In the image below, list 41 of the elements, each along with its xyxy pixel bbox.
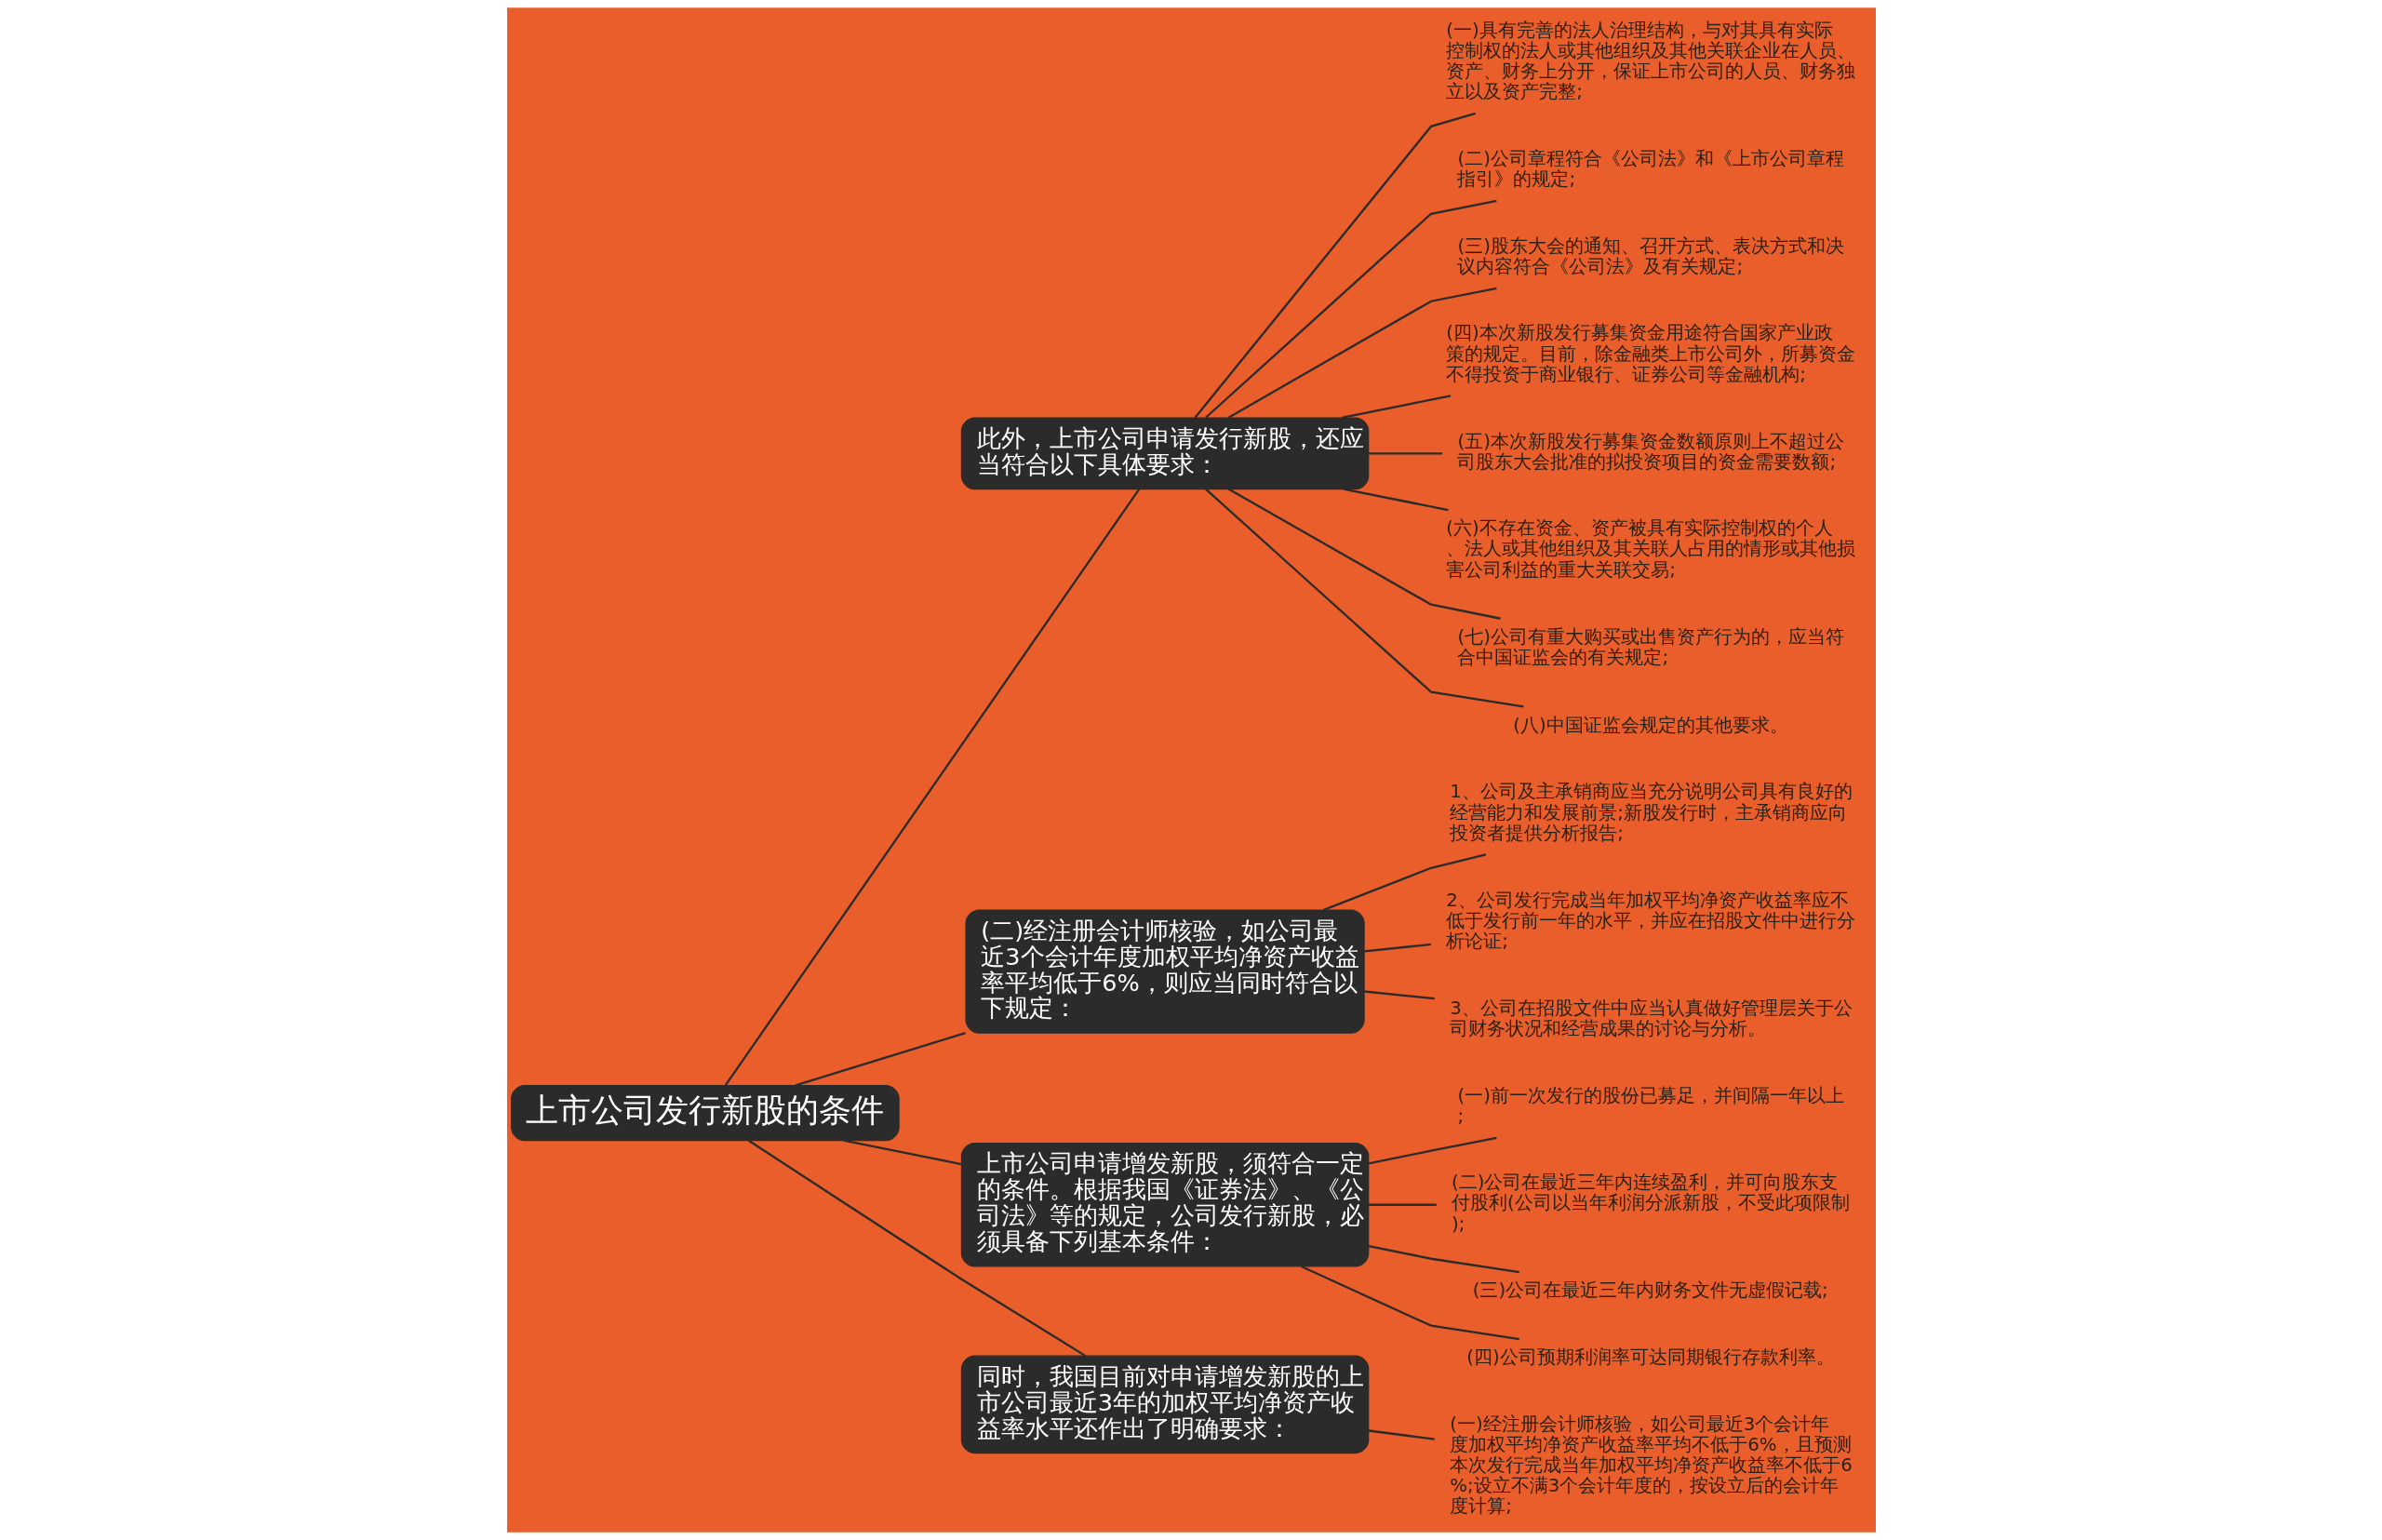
node-text: (四)公司预期利润率可达同期银行存款利率。 bbox=[1465, 1346, 1835, 1369]
node-text: (三)股东大会的通知、召开方式、表决方式和决议内容符合《公司法》及有关规定; bbox=[1456, 235, 1844, 278]
connector bbox=[842, 1139, 961, 1166]
node-text: 1、公司及主承销商应当充分说明公司具有良好的经营能力和发展前景;新股发行时，主承销商应向投资者提供分析报告; bbox=[1449, 781, 1853, 844]
node-box: 上市公司发行新股的条件 bbox=[510, 1084, 900, 1142]
node-text: (二)公司章程符合《公司法》和《上市公司章程指引》的规定; bbox=[1456, 148, 1844, 191]
node-text: (七)公司有重大购买或出售资产行为的，应当符合中国证监会的有关规定; bbox=[1456, 626, 1844, 669]
node-text: (一)经注册会计师核验，如公司最近3个会计年度加权平均净资产收益率平均不低于6%，且预测本次发行完成当年加权平均净资产收益率不低于6%;设立不满3个会计年度的，按设立后的会计年度计算; bbox=[1449, 1413, 1853, 1518]
node-text: (二)公司在最近三年内连续盈利，并可向股东支付股利(公司以当年利润分派新股，不受此项限制); bbox=[1451, 1172, 1850, 1235]
node-text: (一)具有完善的法人治理结构，与对其具有实际控制权的法人或其他组织及其他关联企业在人员、资产、财务上分开，保证上市公司的人员、财务独立以及资产完整; bbox=[1445, 20, 1855, 103]
node-box: (二)经注册会计师核验，如公司最近3个会计年度加权平均净资产收益率平均低于6%，则应当同时符合以下规定： bbox=[964, 909, 1365, 1034]
node-text: 3、公司在招股文件中应当认真做好管理层关于公司财务状况和经营成果的讨论与分析。 bbox=[1449, 998, 1853, 1040]
connector bbox=[747, 1139, 1086, 1358]
connector bbox=[1300, 1265, 1519, 1341]
node-text: 2、公司发行完成当年加权平均净资产收益率应不低于发行前一年的水平，并应在招股文件中进行分析论证; bbox=[1445, 889, 1855, 952]
connector bbox=[1204, 488, 1523, 708]
node-text: (五)本次新股发行募集资金数额原则上不超过公司股东大会批准的拟投资项目的资金需要数额; bbox=[1456, 431, 1844, 474]
connector bbox=[724, 489, 1140, 1086]
connector bbox=[1204, 199, 1497, 419]
connector bbox=[1193, 112, 1476, 419]
connector bbox=[1368, 1136, 1497, 1165]
node-box: 此外，上市公司申请发行新股，还应当符合以下具体要求： bbox=[960, 417, 1369, 490]
node-text: (一)前一次发行的股份已募足，并间隔一年以上; bbox=[1456, 1085, 1844, 1128]
node-text: (六)不存在资金、资产被具有实际控制权的个人、法人或其他组织及其关联人占用的情形或其他损害公司利益的重大关联交易; bbox=[1445, 517, 1855, 581]
connector bbox=[1363, 990, 1435, 1000]
connector bbox=[795, 1031, 966, 1087]
node-box: 上市公司申请增发新股，须符合一定的条件。根据我国《证券法》、《公司法》等的规定，公司发行新股，必须具备下列基本条件： bbox=[960, 1143, 1369, 1267]
node-text: (三)公司在最近三年内财务文件无虚假记载; bbox=[1472, 1279, 1828, 1302]
connector bbox=[1227, 488, 1501, 620]
connector bbox=[1226, 287, 1497, 419]
connector bbox=[1368, 1244, 1519, 1274]
connector bbox=[1368, 1429, 1435, 1440]
node-text: (八)中国证监会规定的其他要求。 bbox=[1512, 714, 1788, 736]
connector bbox=[1368, 452, 1442, 455]
connector bbox=[1343, 488, 1449, 512]
connector bbox=[1322, 853, 1486, 911]
node-box: 同时，我国目前对申请增发新股的上市公司最近3年的加权平均净资产收益率水平还作出了明确要求： bbox=[960, 1355, 1369, 1454]
connector bbox=[1368, 1203, 1437, 1206]
node-text: (四)本次新股发行募集资金用途符合国家产业政策的规定。目前，除金融类上市公司外，所募资金不得投资于商业银行、证券公司等金融机构; bbox=[1445, 322, 1855, 385]
connector bbox=[1363, 943, 1431, 953]
connector bbox=[1341, 395, 1451, 420]
